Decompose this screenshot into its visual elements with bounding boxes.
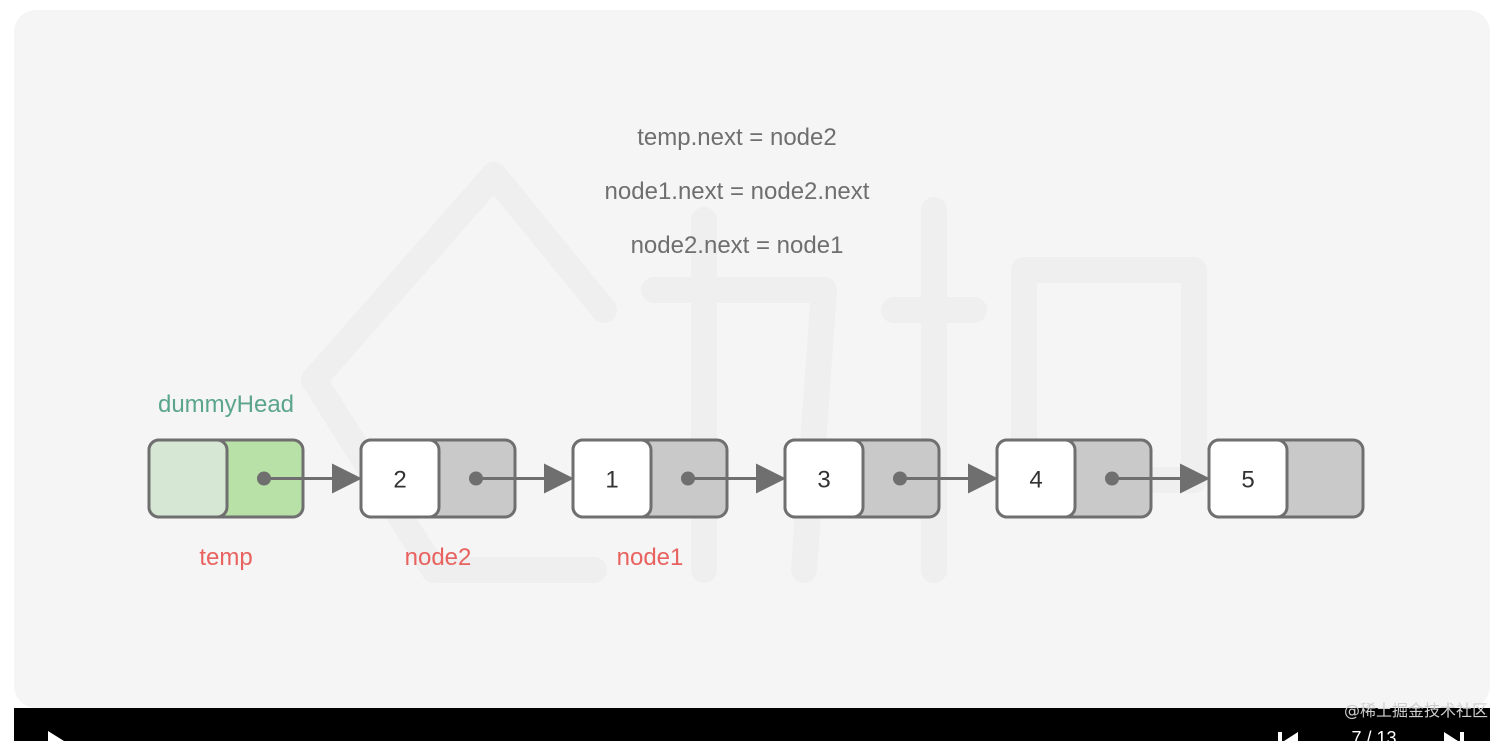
node-3-value-field — [783, 438, 865, 519]
node-1-value: 2 — [393, 467, 406, 494]
source-watermark: @稀土掘金技术社区 — [1343, 701, 1488, 720]
player-control-bar: 7 / 13 — [14, 708, 1490, 751]
node-3-value: 3 — [817, 467, 830, 494]
node-4-value-field — [995, 438, 1077, 519]
node-0-pointer-label: temp — [199, 544, 252, 571]
play-icon[interactable] — [48, 731, 64, 751]
previous-step-icon[interactable] — [1276, 732, 1300, 750]
node-2-value: 1 — [605, 467, 618, 494]
node-5-value: 5 — [1241, 467, 1254, 494]
node-0-value-field — [147, 438, 229, 519]
node-1-value-field — [359, 438, 441, 519]
next-step-icon[interactable] — [1442, 732, 1466, 750]
step-counter: 7 / 13 — [1351, 728, 1397, 748]
code-line-1: temp.next = node2 — [637, 124, 837, 151]
node-5-value-field — [1207, 438, 1289, 519]
diagram-panel — [14, 10, 1490, 708]
node-4-value: 4 — [1029, 467, 1042, 494]
code-line-2: node1.next = node2.next — [604, 178, 870, 205]
code-line-3: node2.next = node1 — [630, 232, 844, 259]
node-2-pointer-label: node1 — [617, 544, 684, 571]
dummy-head-label: dummyHead — [158, 391, 294, 418]
node-1-pointer-label: node2 — [405, 544, 472, 571]
node-2-value-field — [571, 438, 653, 519]
